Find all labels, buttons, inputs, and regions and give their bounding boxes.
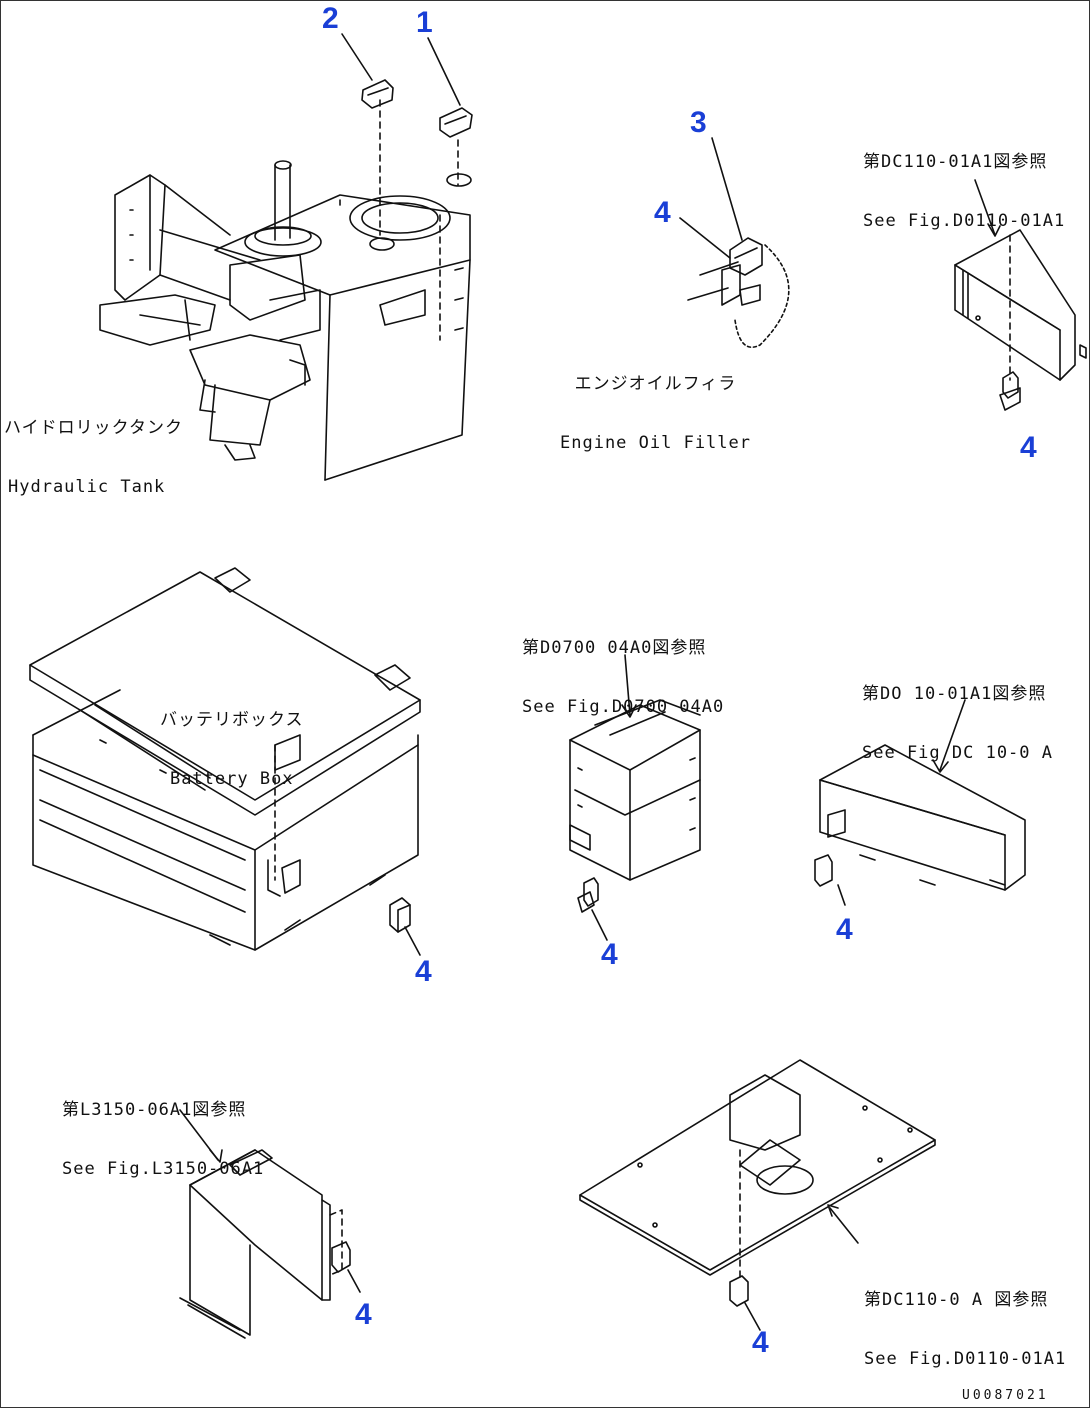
part-label-1: 1 (416, 6, 433, 39)
callout-en: See Fig.D0110-01A1 (864, 1348, 1067, 1369)
battery-box-drawing (29, 567, 421, 956)
callout-jp: 第DC110-0 A 図参照 (864, 1290, 1049, 1311)
part-label-4-battery-box: 4 (415, 955, 432, 988)
callout-battery-box: バッテリボックス Battery Box (160, 672, 304, 809)
callout-fig-d0110-mid: 第DO 10-01A1図参照 See Fig DC 10-0 A (862, 646, 1053, 783)
callout-en: See Fig DC 10-0 A (862, 742, 1053, 763)
callout-engine-oil-filler: エンジオイルフィラ Engine Oil Filler (560, 336, 751, 473)
callout-en: Engine Oil Filler (560, 432, 751, 453)
callout-jp: エンジオイルフィラ (574, 374, 737, 395)
callout-en: See Fig.D0700 04A0 (522, 696, 725, 717)
part-label-4-floor-plate: 4 (752, 1326, 769, 1359)
callout-en: See Fig.D0110-01A1 (863, 210, 1066, 231)
callout-jp: 第DO 10-01A1図参照 (862, 684, 1047, 705)
callout-fig-d0110-top: 第DC110-01A1図参照 See Fig.D0110-01A1 (863, 114, 1065, 251)
engine-oil-filler-drawing (679, 137, 790, 348)
callout-jp: 第L3150-06A1図参照 (62, 1100, 247, 1121)
center-cover-drawing (569, 654, 701, 941)
floor-plate-drawing (579, 1059, 936, 1331)
part-label-4-center-cover: 4 (601, 938, 618, 971)
callout-hydraulic-tank: ハイドロリックタンク Hydraulic Tank (4, 380, 183, 517)
hydraulic-tank-drawing (99, 33, 473, 481)
part-label-3: 3 (690, 106, 707, 139)
part-label-2: 2 (322, 2, 339, 35)
callout-jp: ハイドロリックタンク (4, 418, 183, 439)
callout-en: See Fig.L3150-06A1 (62, 1158, 265, 1179)
callout-jp: 第DC110-01A1図参照 (863, 152, 1048, 173)
part-label-4-oil-filler: 4 (654, 196, 671, 229)
part-label-4-top-right: 4 (1020, 431, 1037, 464)
part-label-4-bottom-left: 4 (355, 1298, 372, 1331)
callout-jp: バッテリボックス (160, 710, 304, 731)
callout-fig-d0700: 第D0700 04A0図参照 See Fig.D0700 04A0 (522, 600, 724, 737)
callout-fig-l3150: 第L3150-06A1図参照 See Fig.L3150-06A1 (62, 1062, 264, 1199)
callout-en: Battery Box (169, 768, 294, 789)
top-right-cover-drawing (954, 179, 1087, 411)
part-label-4-right-cover: 4 (836, 913, 853, 946)
drawing-number: U0087021 (962, 1388, 1049, 1403)
callout-jp: 第D0700 04A0図参照 (522, 638, 707, 659)
bottom-left-cover-drawing (179, 1109, 361, 1339)
callout-fig-d0110-bottom: 第DC110-0 A 図参照 See Fig.D0110-01A1 (864, 1252, 1066, 1389)
right-cover-mid-drawing (814, 699, 1026, 906)
callout-en: Hydraulic Tank (8, 476, 166, 497)
